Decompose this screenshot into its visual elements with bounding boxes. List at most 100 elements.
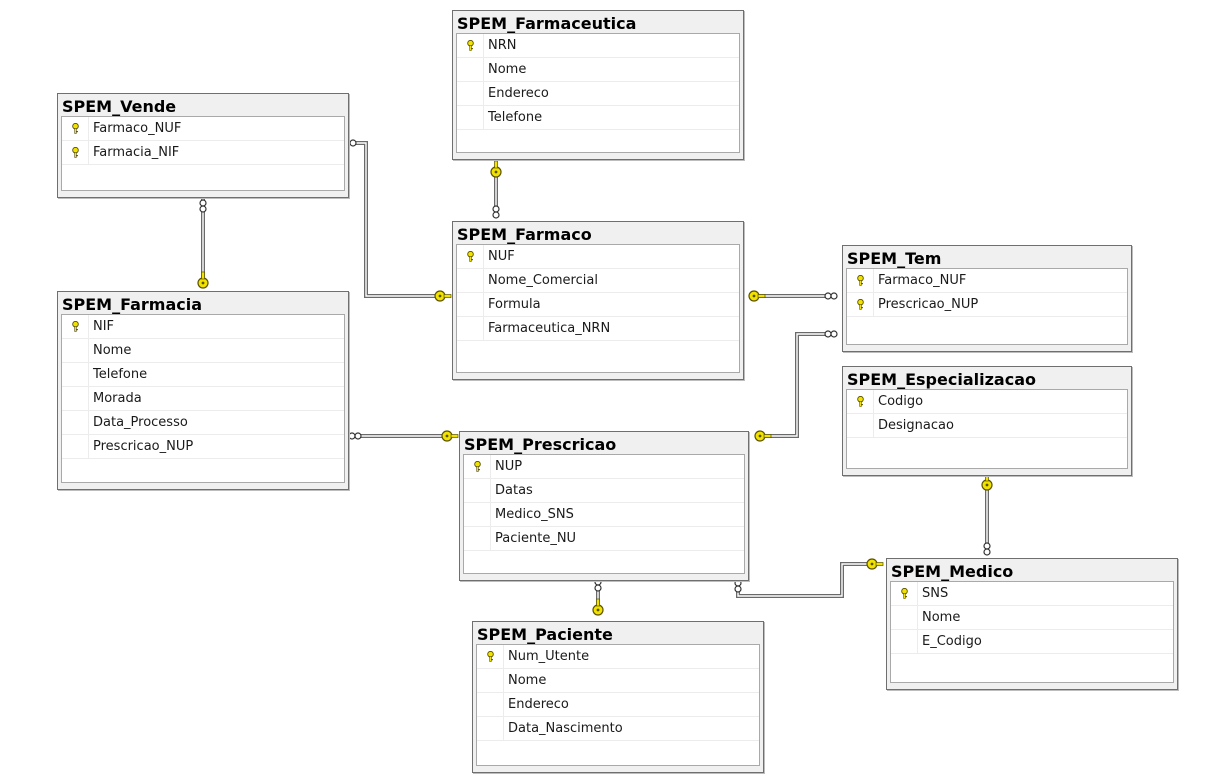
infinity-loop [199,205,207,213]
key-hole [596,608,600,612]
column-row[interactable]: Endereco [477,693,759,717]
column-row[interactable]: Farmaceutica_NRN [457,317,739,341]
one-end-key-icon [434,290,452,302]
column-row[interactable]: Endereco [457,82,739,106]
key-column-cell [457,82,484,105]
key-column-cell [464,503,491,526]
relationship-line [734,558,884,598]
column-row[interactable]: Farmaco_NUF [62,117,344,141]
column-row[interactable]: Medico_SNS [464,503,744,527]
column-row[interactable]: Nome [62,339,344,363]
column-name: Nome [488,62,527,77]
table-title[interactable]: SPEM_Prescricao [464,435,617,454]
infinity-loop [824,330,832,338]
column-name: Paciente_NU [495,531,577,546]
key-shaft [494,160,498,169]
relationship-line [490,160,502,219]
column-row[interactable]: Farmaco_NUF [847,269,1127,293]
relationship-line [754,330,838,442]
infinity-loop [594,584,602,592]
key-column-cell [62,435,89,458]
column-name: NIF [93,319,115,334]
many-end-icon [824,330,838,338]
column-row[interactable]: Data_Processo [62,411,344,435]
key-column-cell [62,363,89,386]
column-row[interactable]: Data_Nascimento [477,717,759,741]
infinity-loop [492,205,500,213]
key-shaft [596,598,600,607]
column-row[interactable]: Prescricao_NUP [847,293,1127,317]
one-end-key-icon [441,430,459,442]
key-column-cell [477,669,504,692]
column-row[interactable]: Codigo [847,390,1127,414]
key-column-cell [477,717,504,740]
column-row[interactable]: E_Codigo [891,630,1173,654]
column-row[interactable]: Formula [457,293,739,317]
key-column-cell [457,269,484,292]
column-list: Farmaco_NUF Farmacia_NIF [61,116,345,191]
infinity-loop [983,542,991,550]
primary-key-icon [847,293,874,316]
table-title[interactable]: SPEM_Especializacao [847,370,1036,389]
column-row[interactable]: Farmacia_NIF [62,141,344,165]
column-name: NUP [495,459,523,474]
table-title[interactable]: SPEM_Farmacia [62,295,203,314]
table-title[interactable]: SPEM_Farmaceutica [457,14,637,33]
relationship-line [348,430,459,442]
connector-outline [760,332,831,438]
column-row[interactable]: NIF [62,315,344,339]
column-row[interactable]: Telefone [62,363,344,387]
column-row[interactable]: Nome [477,669,759,693]
column-row[interactable]: SNS [891,582,1173,606]
column-row[interactable]: NUP [464,455,744,479]
column-name: SNS [922,586,949,601]
one-end-key-icon [490,160,502,178]
primary-key-icon [62,117,89,140]
column-row[interactable]: Designacao [847,414,1127,438]
column-row[interactable]: NRN [457,34,739,58]
table-title[interactable]: SPEM_Medico [891,562,1014,581]
column-row[interactable]: Paciente_NU [464,527,744,551]
column-row[interactable]: Prescricao_NUP [62,435,344,459]
table-title[interactable]: SPEM_Tem [847,249,942,268]
column-row[interactable]: Morada [62,387,344,411]
column-row[interactable]: Nome [891,606,1173,630]
column-name: Farmaco_NUF [93,121,182,136]
infinity-loop [983,548,991,556]
column-row[interactable]: NUF [457,245,739,269]
key-shaft [875,562,884,566]
relationship-line [748,290,838,302]
column-name: Farmaceutica_NRN [488,321,611,336]
relationship-line [981,473,993,556]
one-end-key-icon [866,558,884,570]
column-row[interactable]: Nome_Comercial [457,269,739,293]
key-shaft [201,271,205,280]
many-end-icon [824,292,838,300]
column-row[interactable]: Datas [464,479,744,503]
column-row[interactable]: Telefone [457,106,739,130]
primary-key-icon [457,245,484,268]
table-title[interactable]: SPEM_Paciente [477,625,613,644]
column-row[interactable]: Nome [457,58,739,82]
table-title[interactable]: SPEM_Vende [62,97,177,116]
column-row[interactable]: Num_Utente [477,645,759,669]
column-name: Codigo [878,394,924,409]
table-title[interactable]: SPEM_Farmaco [457,225,592,244]
key-hole [445,434,449,438]
column-name: Nome [922,610,961,625]
column-name: Farmacia_NIF [93,145,180,160]
primary-key-icon [62,141,89,164]
